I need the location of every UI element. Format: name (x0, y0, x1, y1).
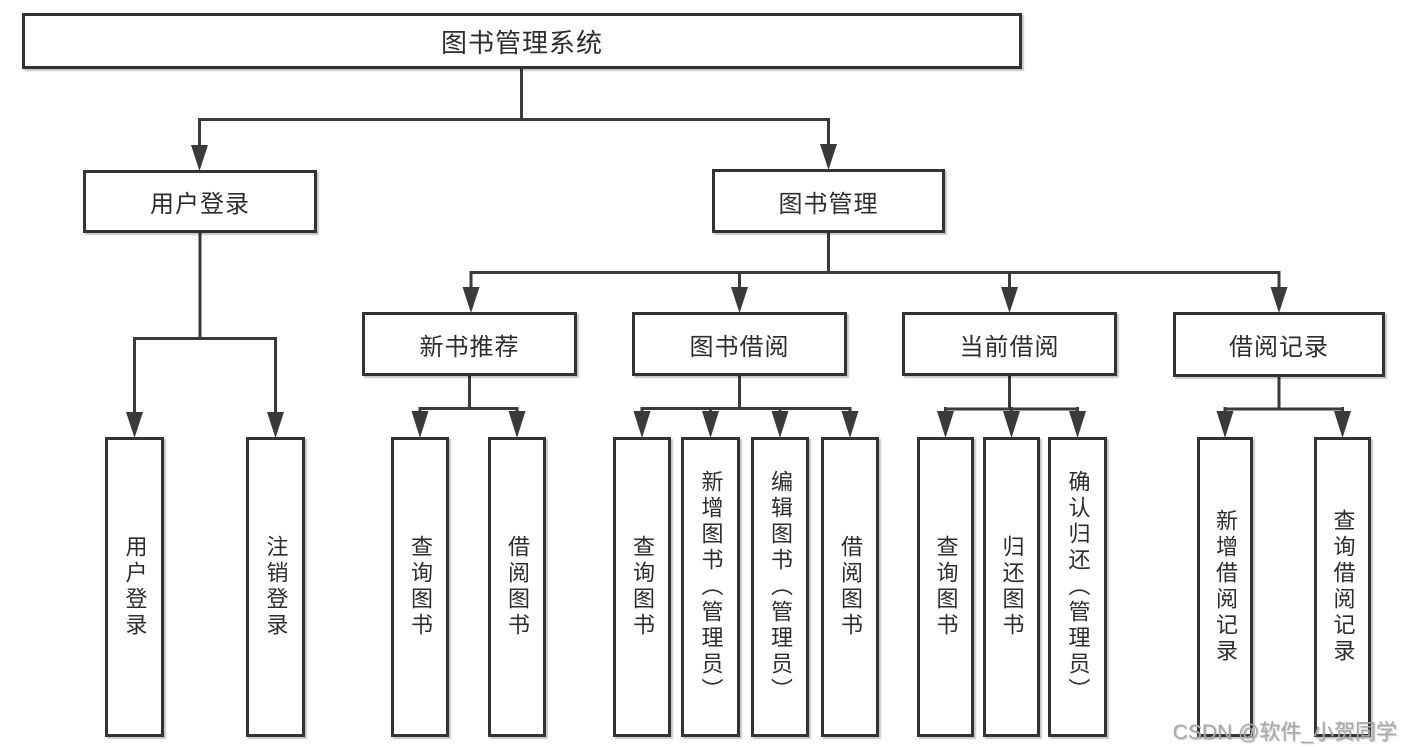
leaf-query-borrow-record-label: 查询借阅记录 (1330, 509, 1356, 665)
node-borrowing-records: 借阅记录 (1173, 312, 1385, 377)
leaf-add-book-admin-label: 新增图书（管理员） (698, 470, 724, 704)
leaf-user-login-label: 用户登录 (122, 535, 148, 639)
node-book-borrowing-label: 图书借阅 (689, 333, 790, 361)
node-book-borrowing: 图书借阅 (632, 312, 847, 376)
leaf-logout-label: 注销登录 (263, 535, 289, 639)
leaf-borrow-book-2-label: 借阅图书 (838, 535, 863, 639)
leaf-query-book-2: 查询图书 (613, 437, 671, 737)
node-user-login: 用户登录 (83, 170, 317, 233)
leaf-confirm-return-admin: 确认归还（管理员） (1048, 437, 1107, 737)
node-user-login-label: 用户登录 (150, 191, 250, 218)
leaf-edit-book-admin-label: 编辑图书（管理员） (768, 470, 793, 704)
node-new-book-recommend-label: 新书推荐 (419, 333, 520, 361)
leaf-confirm-return-admin-label: 确认归还（管理员） (1065, 470, 1091, 704)
leaf-edit-book-admin: 编辑图书（管理员） (751, 437, 809, 737)
leaf-logout: 注销登录 (246, 437, 305, 737)
leaf-user-login: 用户登录 (105, 437, 164, 737)
leaf-add-borrow-record-label: 新增借阅记录 (1213, 509, 1238, 665)
leaf-query-book-1: 查询图书 (391, 437, 449, 737)
node-book-management: 图书管理 (712, 169, 945, 233)
node-library-system-label: 图书管理系统 (440, 27, 603, 58)
node-current-borrowing: 当前借阅 (902, 312, 1117, 376)
leaf-query-book-2-label: 查询图书 (630, 535, 655, 639)
leaf-add-borrow-record: 新增借阅记录 (1197, 437, 1253, 737)
leaf-return-book-label: 归还图书 (999, 535, 1025, 639)
node-current-borrowing-label: 当前借阅 (959, 333, 1060, 361)
leaf-add-book-admin: 新增图书（管理员） (681, 437, 740, 737)
leaf-borrow-book-1-label: 借阅图书 (505, 535, 530, 639)
node-borrowing-records-label: 借阅记录 (1229, 334, 1329, 361)
leaf-query-borrow-record: 查询借阅记录 (1314, 437, 1371, 737)
leaf-return-book: 归还图书 (983, 437, 1040, 737)
node-book-management-label: 图书管理 (778, 190, 879, 218)
node-library-system: 图书管理系统 (22, 13, 1022, 69)
leaf-query-book-1-label: 查询图书 (408, 535, 433, 639)
leaf-borrow-book-1: 借阅图书 (488, 437, 546, 737)
leaf-query-book-3: 查询图书 (917, 437, 974, 737)
node-new-book-recommend: 新书推荐 (362, 312, 577, 376)
csdn-watermark: CSDN @软件_小贺同学 (1172, 721, 1397, 744)
leaf-query-book-3-label: 查询图书 (933, 535, 959, 639)
leaf-borrow-book-2: 借阅图书 (821, 437, 879, 737)
